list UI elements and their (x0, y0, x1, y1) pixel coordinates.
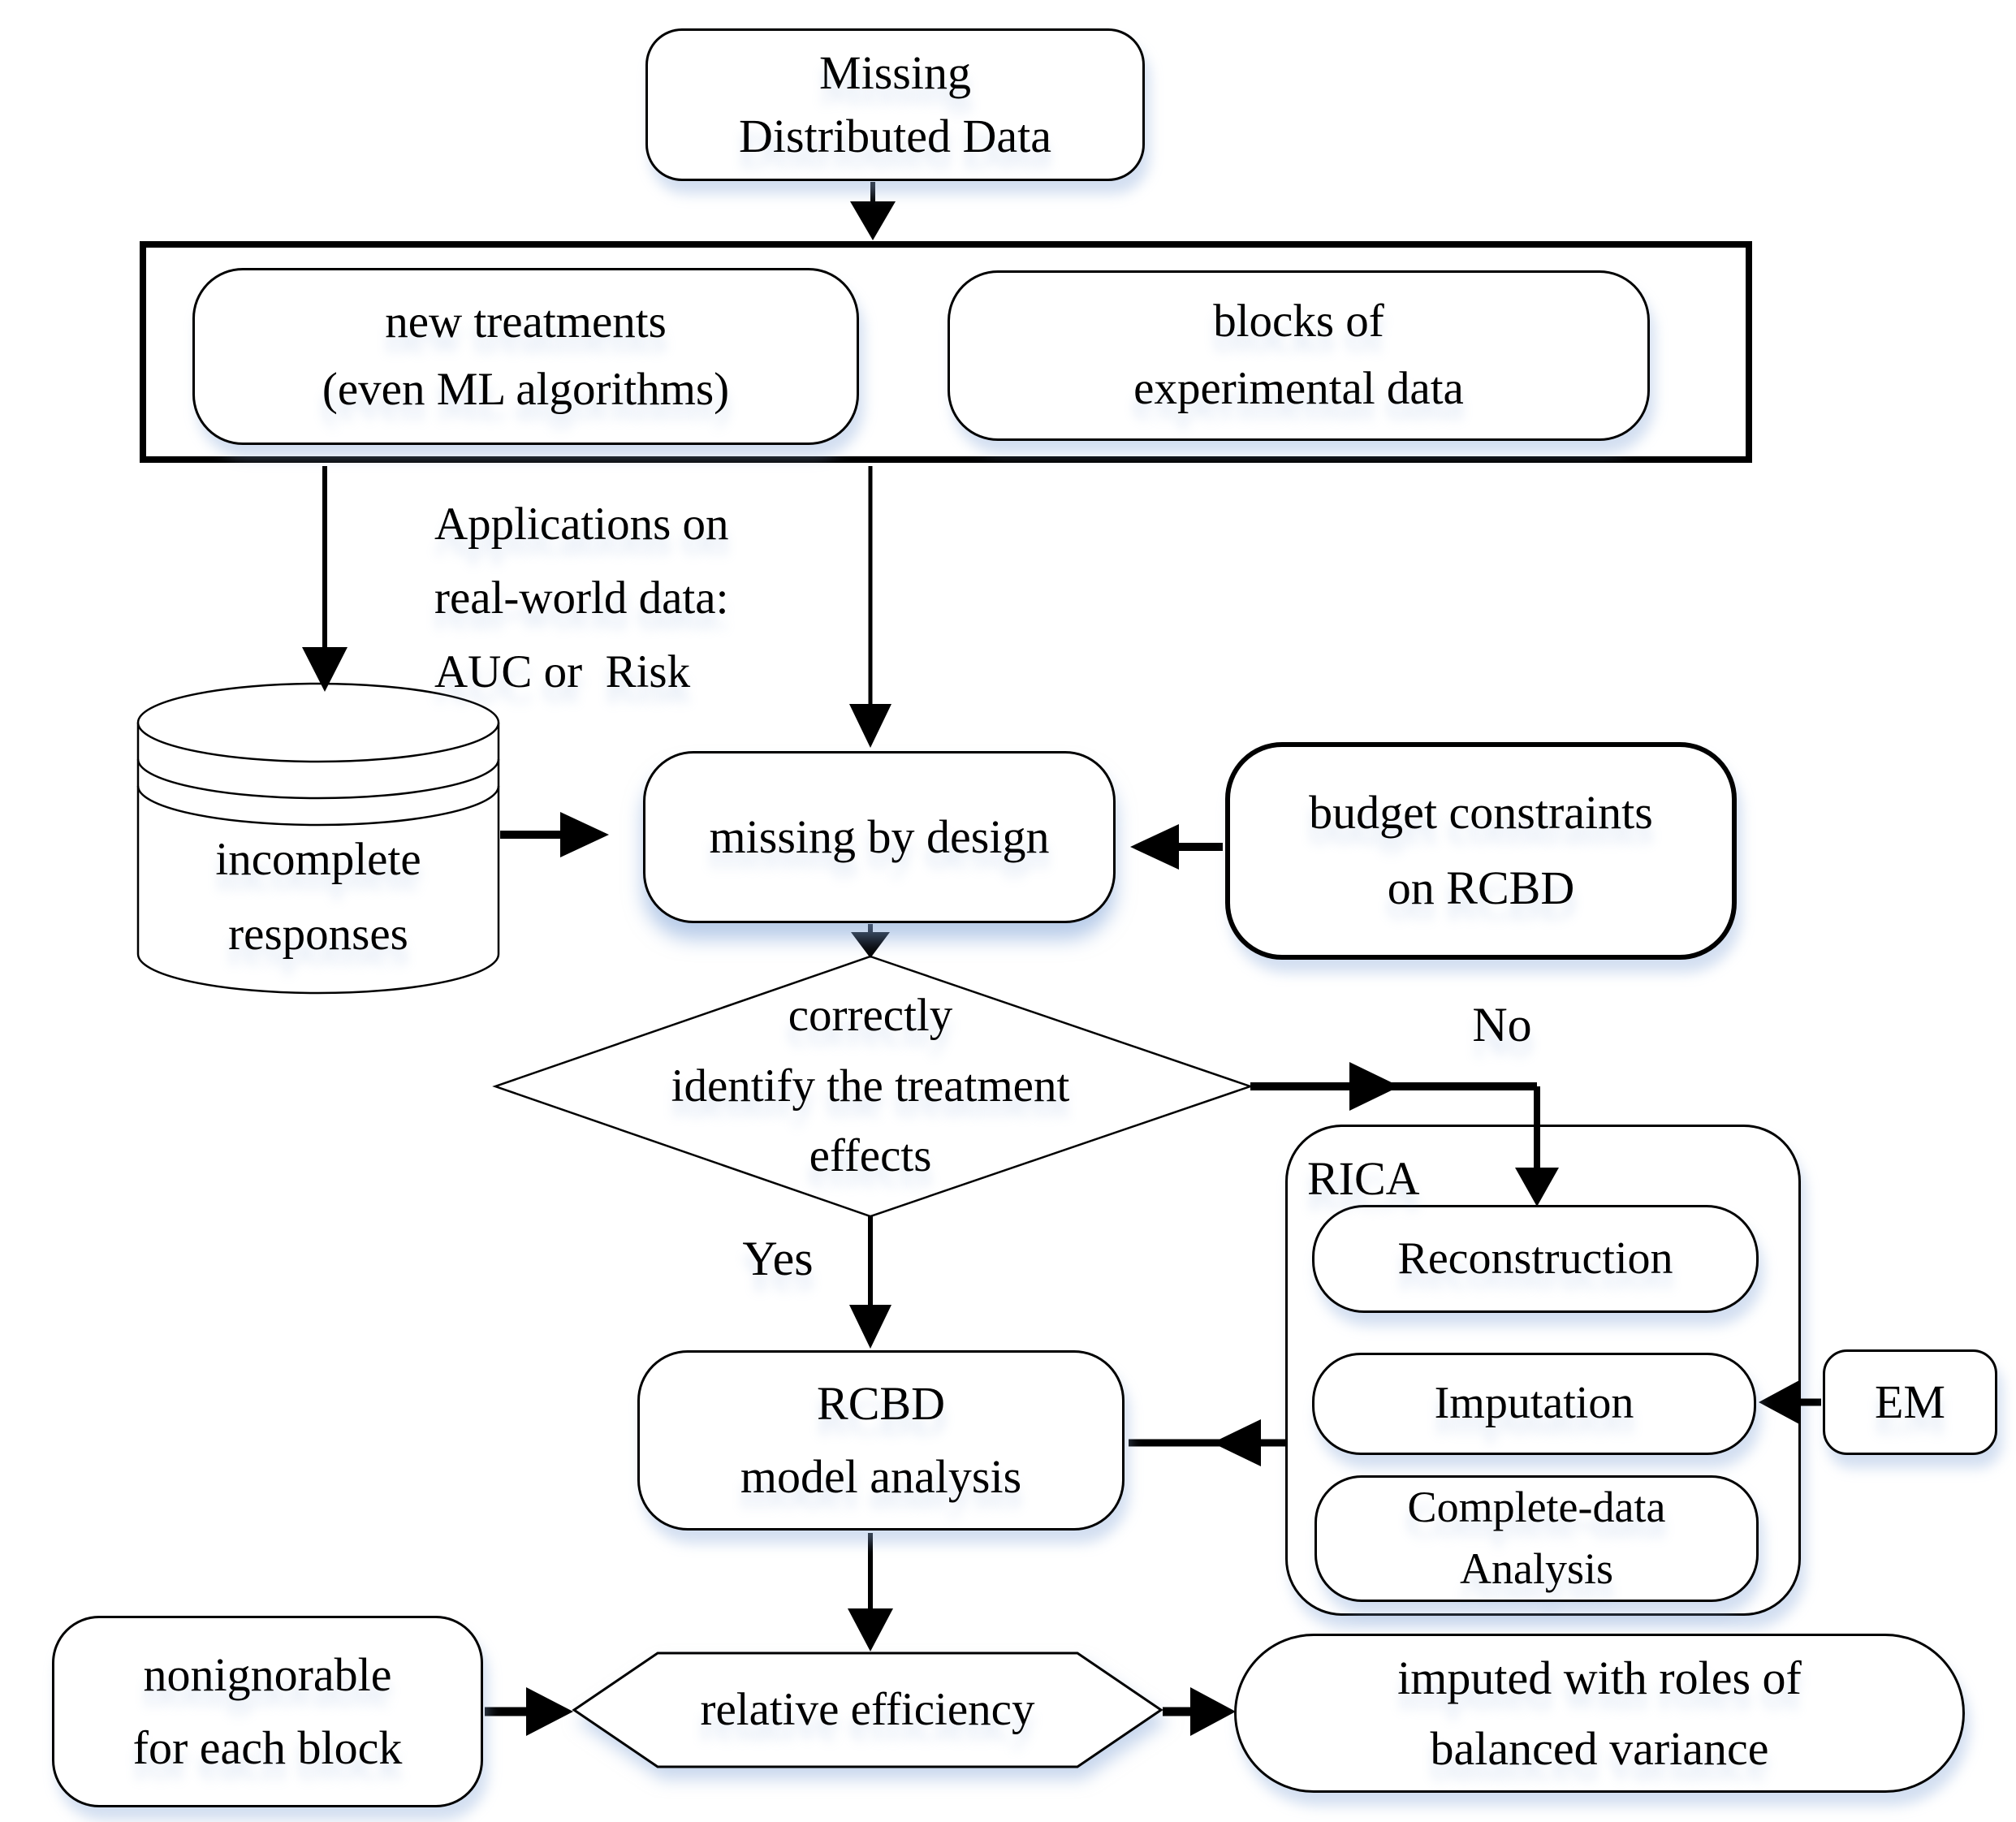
node-reconstruction: Reconstruction (1312, 1205, 1759, 1313)
database-cylinder-shape (136, 682, 500, 995)
label-incomplete-line1: incomplete (215, 833, 421, 885)
node-nonignorable: nonignorable for each block (52, 1616, 483, 1807)
node-new-treatments-line1: new treatments (385, 296, 667, 348)
label-applications-line3: AUC or Risk (434, 646, 691, 698)
label-yes: Yes (742, 1232, 814, 1285)
arrow-missing-by-design-to-decision (851, 924, 890, 958)
node-budget-constraints: budget constraints on RCBD (1225, 742, 1737, 960)
arrow-relative-efficiency-to-imputed (1163, 1687, 1236, 1736)
label-applications-line2: real-world data: (434, 572, 729, 624)
node-imputation: Imputation (1312, 1353, 1756, 1455)
node-rcbd-model-analysis: RCBD model analysis (637, 1350, 1125, 1531)
arrow-em-to-imputation (1759, 1379, 1821, 1425)
node-missing-distributed-data: Missing Distributed Data (645, 28, 1145, 181)
arrow-nonignorable-to-relative-efficiency (485, 1687, 573, 1736)
node-rcbd-line1: RCBD (817, 1377, 945, 1431)
label-applications-note: Applications on real-world data: AUC or … (434, 487, 857, 710)
node-imputed-line2: balanced variance (1430, 1722, 1769, 1775)
arrow-rcbd-to-relative-efficiency (848, 1533, 893, 1651)
label-relative-efficiency: relative efficiency (574, 1653, 1161, 1767)
node-budget-line1: budget constraints (1309, 786, 1653, 840)
arrow-rica-to-rcbd (1129, 1419, 1285, 1466)
node-budget-line2: on RCBD (1387, 861, 1575, 914)
node-complete-data-line1: Complete-data (1407, 1483, 1666, 1532)
node-blocks-experimental-data: blocks of experimental data (948, 270, 1650, 441)
label-applications-line1: Applications on (434, 499, 729, 550)
node-missing-by-design: missing by design (643, 751, 1116, 923)
node-imputation-label: Imputation (1434, 1378, 1634, 1429)
cylinder-disk-line-1 (136, 758, 500, 800)
arrow-no-branch (1250, 1062, 1559, 1207)
label-incomplete-responses: incomplete responses (138, 804, 499, 991)
cylinder-body (136, 723, 500, 995)
label-decision-line3: effects (809, 1130, 932, 1182)
node-em-label: EM (1875, 1375, 1945, 1428)
node-blocks-line2: experimental data (1133, 363, 1464, 414)
label-relative-efficiency-text: relative efficiency (700, 1684, 1035, 1736)
label-decision-line2: identify the treatment (671, 1060, 1070, 1112)
label-incomplete-line2: responses (228, 909, 408, 960)
node-missing-distributed-data-line1: Missing (819, 45, 971, 99)
node-missing-distributed-data-line2: Distributed Data (739, 110, 1051, 162)
arrow-budget-to-missing-by-design (1130, 824, 1223, 870)
label-no: No (1472, 998, 1532, 1051)
arrow-container-to-database (302, 466, 348, 692)
label-decision-identify: correctly identify the treatment effects (497, 974, 1244, 1198)
arrow-database-to-missing-by-design (500, 812, 609, 857)
node-em: EM (1823, 1349, 1997, 1455)
node-nonignorable-line2: for each block (132, 1721, 403, 1774)
cylinder-top-ellipse (136, 682, 500, 763)
node-imputed-balanced-variance: imputed with roles of balanced variance (1234, 1634, 1965, 1793)
arrow-yes-branch (849, 1216, 891, 1349)
node-rcbd-line2: model analysis (740, 1450, 1022, 1503)
arrow-container-to-missing-by-design (849, 466, 891, 748)
node-nonignorable-line1: nonignorable (143, 1648, 392, 1702)
node-missing-by-design-label: missing by design (709, 810, 1050, 863)
cylinder-disk-line-2 (136, 785, 500, 827)
node-new-treatments: new treatments (even ML algorithms) (192, 268, 859, 445)
node-imputed-line1: imputed with roles of (1397, 1651, 1802, 1704)
hexagon-shape (572, 1651, 1163, 1768)
node-reconstruction-label: Reconstruction (1397, 1233, 1673, 1284)
arrow-title-to-container (850, 182, 896, 240)
node-new-treatments-line2: (even ML algorithms) (322, 364, 730, 415)
node-complete-data-line2: Analysis (1460, 1544, 1613, 1593)
label-rica: RICA (1307, 1152, 1420, 1205)
label-decision-line1: correctly (788, 990, 953, 1042)
node-blocks-line1: blocks of (1213, 296, 1384, 348)
node-complete-data-analysis: Complete-data Analysis (1315, 1475, 1759, 1602)
